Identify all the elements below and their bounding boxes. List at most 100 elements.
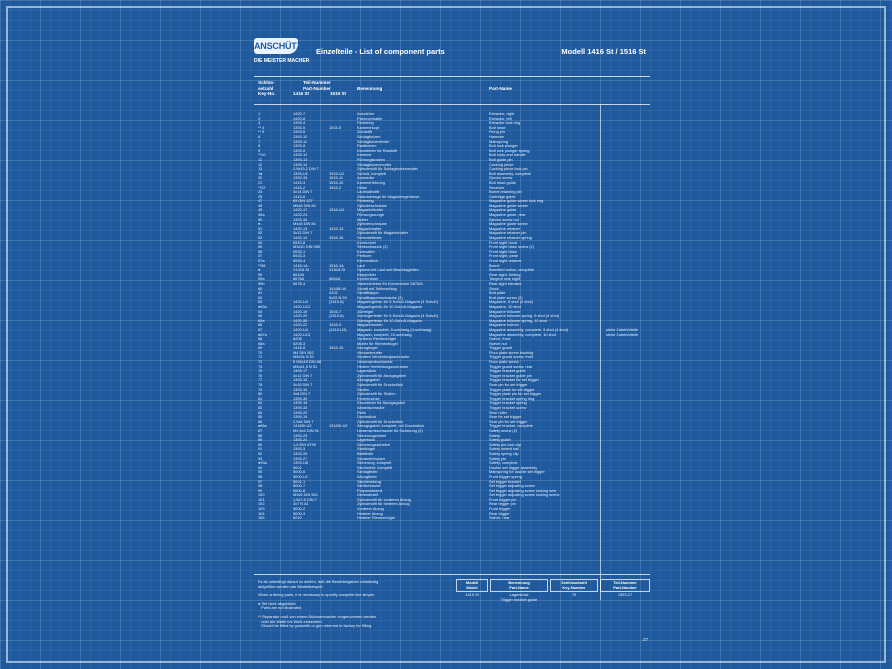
table-cell: 1399-19 — [293, 415, 308, 420]
table-cell: Cartridge guide — [489, 194, 516, 199]
table-cell: 1416-1A — [293, 263, 308, 268]
table-cell: Magazingehäu für 10-Schuß-Magazin — [357, 304, 423, 309]
table-cell: M3x5 DIN 551 — [293, 493, 318, 498]
table-cell: Set trigger adjusting screw — [489, 484, 535, 489]
table-cell: 1415-3 — [293, 180, 306, 185]
table-cell: Safety detent ball — [489, 447, 520, 452]
blueprint-frame — [6, 6, 886, 663]
table-cell: Bolt lock plunger spring — [489, 148, 530, 153]
table-cell: Schloß, komplett — [357, 171, 386, 176]
table-cell: Führungszunge — [357, 213, 385, 218]
table-cell: 5000-8 — [293, 488, 306, 493]
table-cell: 7 — [258, 139, 261, 144]
table-cell: Safety guide — [489, 438, 511, 443]
table-cell: 25 — [258, 194, 263, 199]
table-cell: Magazine assembly, complete, 10 shot — [489, 332, 556, 337]
table-cell: 1515-11 — [329, 176, 343, 181]
table-cell: Swivel, front — [489, 337, 511, 342]
table-cell: 65 — [258, 314, 263, 319]
table-cell: Stecherabzug — [357, 479, 382, 484]
table-cell: 3 — [258, 121, 261, 126]
table-cell: Rear sight elevator — [489, 281, 522, 286]
table-cell: Hintere Verbindungsschraube — [357, 364, 409, 369]
table-cell: Magazingehäu für 5-Schuß-Magazin (4 Schu… — [357, 300, 439, 305]
table-cell: 60 — [258, 286, 263, 291]
title-divider — [254, 76, 650, 77]
table-cell: 49 — [258, 208, 263, 213]
table-cell: Rear trigger pin — [489, 502, 516, 507]
table-cell: Auswerfer — [357, 176, 375, 181]
table-cell: Magazine, 10 shot — [489, 304, 521, 309]
table-cell: Abstellschraube — [357, 406, 385, 410]
table-cell: 1393-33 — [293, 176, 308, 181]
table-cell: Hinterer Abzug — [357, 511, 383, 516]
table-cell: 20 — [258, 176, 263, 181]
table-cell: Schenkelfeder — [357, 236, 382, 241]
table-cell: Front sight base — [489, 249, 517, 254]
table-cell: Visierschieber für Kurvenvisier 6676/A — [357, 281, 423, 286]
table-cell: Cocking piece — [489, 162, 514, 167]
table-cell: (1515-U3) — [329, 327, 347, 332]
table-cell: Safety screw (2) — [489, 428, 518, 433]
table-cell: Vorderer Riemenbügel — [357, 337, 396, 342]
table-cell: ● — [258, 268, 261, 273]
table-cell: Magazine guide, rear — [489, 213, 526, 218]
document-title: Einzelteile - List of component parts — [316, 47, 445, 56]
table-cell: 1393-24 — [293, 438, 308, 443]
note-order-en: When ordering parts, it is necessary to … — [258, 592, 375, 598]
table-cell: Ejector screw nut — [489, 217, 519, 222]
header-name-en: Part-Name — [489, 85, 512, 91]
header-key-no: Schlüs- selzahl Key-No. — [258, 80, 276, 97]
table-cell: 1515-15 — [329, 346, 344, 351]
table-cell: 80 — [258, 392, 263, 397]
table-cell: 1 — [258, 112, 261, 116]
table-cell: 1415-8 — [293, 346, 306, 351]
table-cell: 95 — [258, 470, 263, 475]
table-cell: 1393-9 — [293, 148, 306, 153]
table-cell: Swivel nut — [489, 341, 507, 346]
page-number: 27 — [642, 637, 648, 642]
table-cell: 59a — [258, 277, 265, 282]
table-cell: 1393-5 — [293, 125, 306, 130]
table-cell: 3x12 DIN 7 — [293, 231, 313, 236]
table-cell: Scharnierbolzen — [357, 456, 386, 461]
table-cell: Zündstift — [357, 130, 372, 135]
table-cell: Magazine guide screw — [489, 203, 528, 208]
table-cell: 1393-8 — [293, 144, 306, 149]
table-cell: Senkschraube (2) — [357, 245, 388, 250]
table-cell: Bolt lock plunger — [489, 144, 518, 149]
table-cell: Federbuchse — [357, 396, 380, 401]
table-cell: 2,5x6 DIN 7 — [293, 419, 314, 424]
table-cell: 1516St-U2 — [329, 424, 348, 429]
table-cell: 1393-U6 — [293, 461, 308, 466]
table-cell: 94 — [258, 465, 263, 470]
table-cell: Zylinderstift für Abzugsgabel — [357, 373, 406, 378]
table-cell: Zylinderstift für Schlagbolzenmutter — [357, 167, 418, 172]
table-cell: 5001 — [293, 465, 302, 470]
table-cell: 1515-10 — [329, 180, 344, 185]
table-cell: 3x14 DIN 7 — [293, 190, 313, 195]
table-cell: Sear roller — [489, 410, 507, 415]
table-cell: 6510-8 — [293, 240, 306, 245]
table-cell: 85 — [258, 415, 263, 420]
